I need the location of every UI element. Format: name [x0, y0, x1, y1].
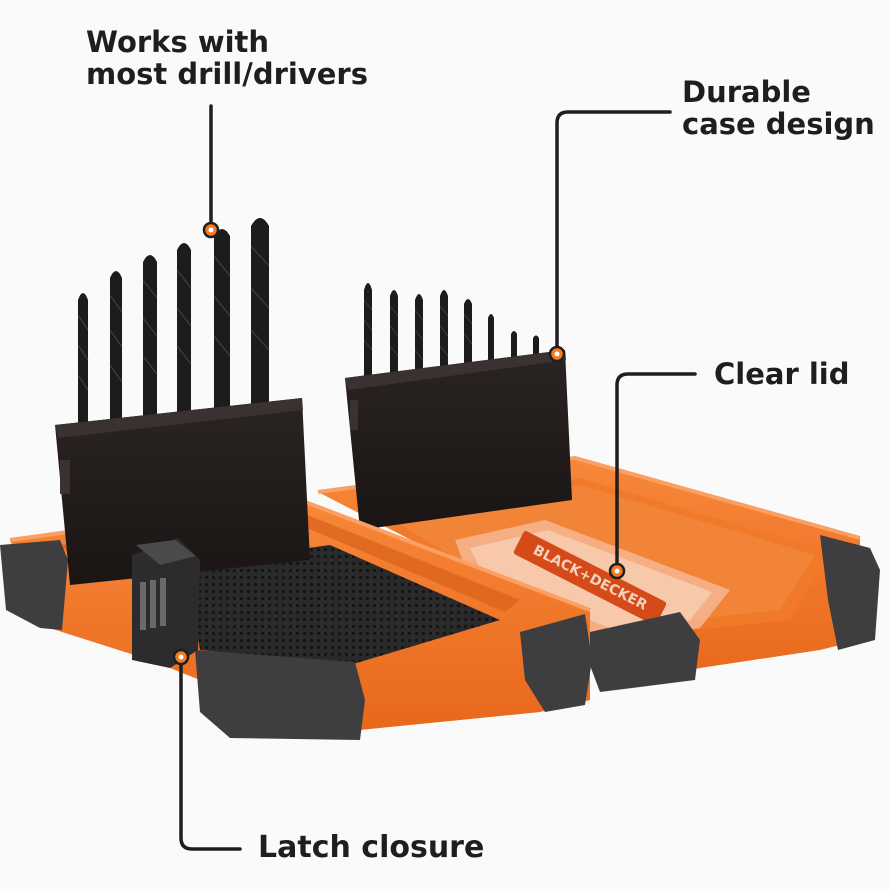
callout-durable-case: Durable case design	[682, 76, 875, 140]
callout-line-clear	[615, 372, 697, 567]
callout-durable-line1: Durable	[682, 75, 811, 109]
small-bit-holder	[345, 283, 572, 530]
callout-latch-closure: Latch closure	[258, 832, 484, 864]
large-holder-block	[55, 398, 310, 585]
large-bit-holder	[55, 218, 310, 585]
callout-line-latch	[179, 653, 242, 851]
callout-latch-text: Latch closure	[258, 830, 485, 865]
left-tray-mesh-floor	[185, 545, 500, 665]
left-bumper-front	[195, 650, 365, 740]
right-bumper-back	[820, 535, 880, 650]
left-bumper-back	[0, 540, 68, 630]
lid-logo-badge	[513, 531, 667, 625]
large-drill-bits	[78, 218, 269, 430]
right-bumper-front	[588, 612, 700, 692]
small-holder-block	[345, 350, 572, 530]
latch	[132, 538, 200, 668]
clear-lid-insert: BLACK+DECKER	[455, 520, 730, 640]
callout-line-durable	[555, 110, 672, 350]
callout-works-with: Works with most drill/drivers	[86, 26, 368, 90]
callout-clear-lid: Clear lid	[714, 358, 850, 390]
small-drill-bits	[364, 283, 539, 382]
callout-clear-text: Clear lid	[714, 357, 850, 391]
left-bumper-right	[520, 614, 592, 712]
callout-lines	[179, 104, 697, 851]
callout-works-line2: most drill/drivers	[86, 57, 368, 91]
callout-durable-line2: case design	[682, 107, 875, 141]
callout-works-line1: Works with	[86, 25, 270, 59]
